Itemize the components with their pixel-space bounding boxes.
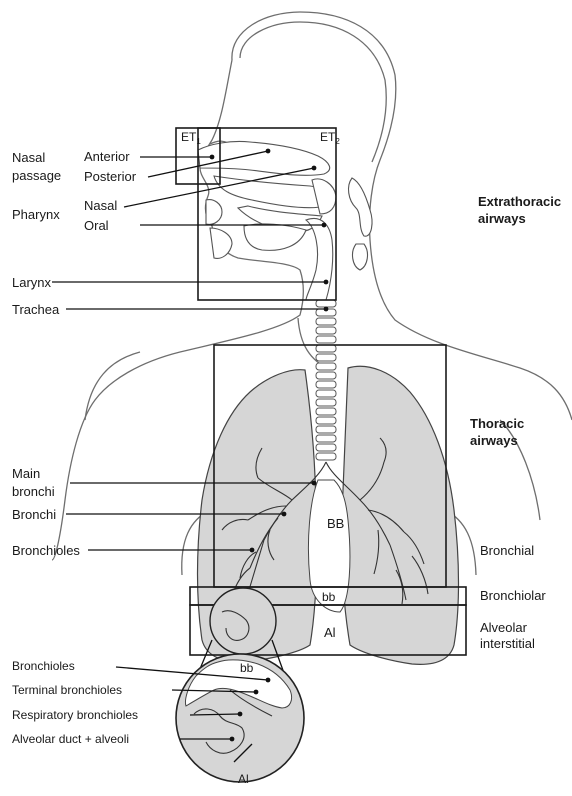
label-bronchi: Bronchi xyxy=(12,507,56,522)
inset-bb: bb xyxy=(240,661,254,675)
label-alveolar-2: interstitial xyxy=(480,636,535,651)
label-bronchiolar: Bronchiolar xyxy=(480,588,546,603)
trachea xyxy=(316,300,336,460)
label-nasal-passage-2: passage xyxy=(12,168,61,183)
nasopharynx-region xyxy=(214,176,328,208)
label-anterior: Anterior xyxy=(84,149,130,164)
label-main-bronchi-2: bronchi xyxy=(12,484,55,499)
label-nasal: Nasal xyxy=(84,198,117,213)
label-inset-bronchioles: Bronchioles xyxy=(12,659,75,673)
left-lung xyxy=(341,366,458,664)
head-structures xyxy=(198,141,336,300)
label-pharynx: Pharynx xyxy=(12,207,60,222)
region-et2: ET2 xyxy=(320,130,340,146)
right-labels: Extrathoracic airways Thoracic airways B… xyxy=(470,194,561,651)
nasal-cavity xyxy=(198,141,330,175)
heading-thoracic-2: airways xyxy=(470,433,518,448)
label-terminal-bronchioles: Terminal bronchioles xyxy=(12,683,122,697)
label-respiratory-bronchioles: Respiratory bronchioles xyxy=(12,708,138,722)
region-al: Al xyxy=(324,625,336,640)
label-trachea: Trachea xyxy=(12,302,60,317)
pharynx-larynx xyxy=(306,218,333,300)
region-bb-upper: BB xyxy=(327,516,344,531)
label-larynx: Larynx xyxy=(12,275,52,290)
region-bb-lower: bb xyxy=(322,590,336,604)
label-bronchial: Bronchial xyxy=(480,543,534,558)
label-alveolar-1: Alveolar xyxy=(480,620,528,635)
label-nasal-passage-1: Nasal xyxy=(12,150,45,165)
heading-extrathoracic-2: airways xyxy=(478,211,526,226)
label-oral: Oral xyxy=(84,218,109,233)
label-main-bronchi-1: Main xyxy=(12,466,40,481)
label-posterior: Posterior xyxy=(84,169,137,184)
label-bronchioles: Bronchioles xyxy=(12,543,80,558)
label-alveolar-duct: Alveolar duct + alveoli xyxy=(12,732,129,746)
heading-thoracic-1: Thoracic xyxy=(470,416,524,431)
heading-extrathoracic-1: Extrathoracic xyxy=(478,194,561,209)
inset-al: Al xyxy=(238,772,249,786)
